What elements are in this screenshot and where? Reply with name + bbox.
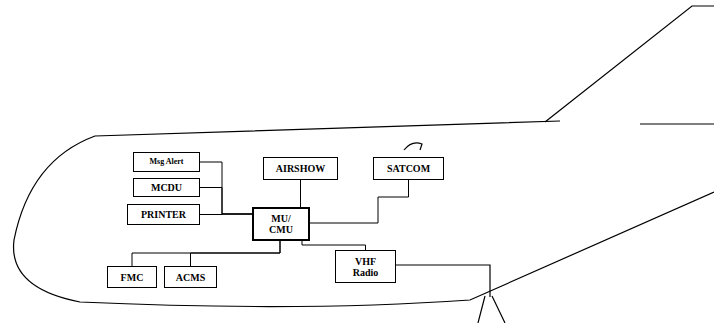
box-label: Msg Alert <box>150 158 184 167</box>
tail-fin <box>545 6 714 122</box>
system-box: Msg Alert <box>133 152 200 172</box>
connector-line <box>300 180 301 207</box>
box-label: VHF Radio <box>346 256 386 278</box>
system-box: MCDU <box>133 178 200 197</box>
box-label: MCDU <box>151 182 182 193</box>
connector-line <box>191 241 281 266</box>
satcom-antenna <box>404 143 422 150</box>
box-label: SATCOM <box>387 163 430 174</box>
system-box: MU/ CMU <box>252 207 310 241</box>
vhf-antenna <box>478 296 505 323</box>
system-box: ACMS <box>164 266 217 288</box>
system-box: AIRSHOW <box>263 157 338 180</box>
box-label: MU/ CMU <box>263 213 299 235</box>
system-box: VHF Radio <box>335 250 396 283</box>
connector-line <box>200 214 252 216</box>
connector-line <box>200 162 252 214</box>
box-label: PRINTER <box>141 209 186 220</box>
vhf-wire <box>396 265 490 297</box>
box-label: FMC <box>121 272 144 283</box>
system-box: PRINTER <box>127 204 200 225</box>
box-label: AIRSHOW <box>276 163 325 174</box>
system-box: SATCOM <box>373 157 444 180</box>
fuselage-top-rear <box>640 123 714 124</box>
system-box: FMC <box>107 266 157 288</box>
connector-line <box>200 188 252 215</box>
fuselage-outline <box>14 121 714 307</box>
connector-line <box>132 241 280 266</box>
connector-line <box>310 180 409 223</box>
connector-line <box>302 241 366 250</box>
box-label: ACMS <box>176 272 205 283</box>
